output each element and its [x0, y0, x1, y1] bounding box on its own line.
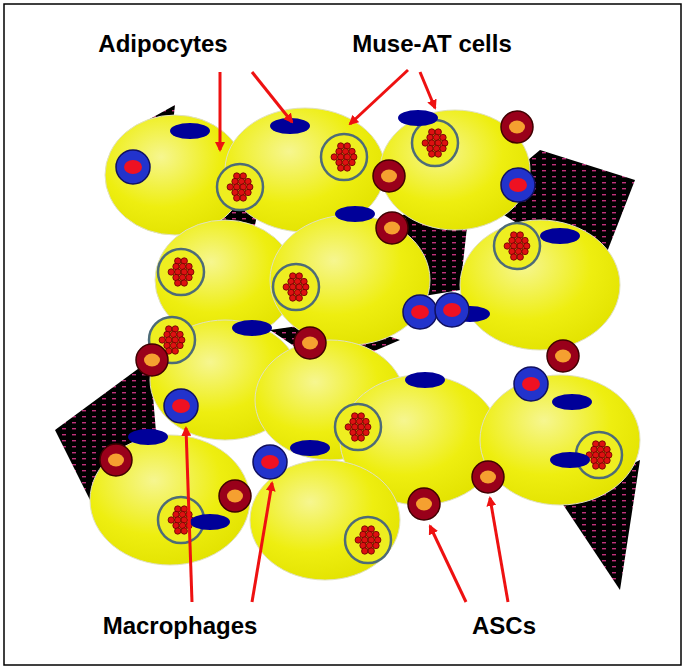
macrophage	[435, 293, 469, 327]
nucleus	[190, 514, 230, 530]
macrophages	[116, 150, 548, 479]
asc	[547, 340, 579, 372]
muse-at-cell	[217, 164, 263, 210]
cell-type-label: Macrophages	[103, 614, 258, 638]
frame	[4, 4, 681, 665]
macrophage	[253, 445, 287, 479]
pointer-arrows	[186, 70, 508, 602]
muse-at-cell	[158, 249, 204, 295]
asc	[136, 344, 168, 376]
nucleus	[290, 440, 330, 456]
nucleus	[128, 429, 168, 445]
asc	[472, 461, 504, 493]
cell-type-label: Adipocytes	[98, 32, 227, 56]
nucleus	[405, 372, 445, 388]
nucleus	[540, 228, 580, 244]
muse-at-cell	[345, 517, 391, 563]
muse-at-cell	[321, 134, 367, 180]
muse-at-cell	[412, 120, 458, 166]
asc	[501, 111, 533, 143]
adipocyte	[460, 220, 620, 350]
asc-cells	[100, 111, 579, 520]
nucleus	[170, 123, 210, 139]
nucleus	[552, 394, 592, 410]
asc	[376, 212, 408, 244]
macrophage	[164, 389, 198, 423]
muse-at-cell	[273, 264, 319, 310]
macrophage	[514, 367, 548, 401]
adipocyte	[90, 435, 250, 565]
asc	[219, 480, 251, 512]
asc	[373, 160, 405, 192]
extracellular-matrix	[55, 105, 640, 590]
asc	[100, 444, 132, 476]
adipocyte	[480, 375, 640, 505]
macrophage	[501, 168, 535, 202]
nucleus	[550, 452, 590, 468]
cell-type-label: Muse-AT cells	[352, 32, 512, 56]
muse-at-cell	[494, 223, 540, 269]
cell-type-label: ASCs	[472, 614, 536, 638]
asc	[408, 488, 440, 520]
adipocytes	[90, 108, 640, 580]
nucleus	[232, 320, 272, 336]
adipocyte-nuclei	[128, 110, 592, 530]
asc	[294, 327, 326, 359]
muse-at-cells	[149, 120, 622, 563]
nucleus	[398, 110, 438, 126]
macrophage	[403, 295, 437, 329]
macrophage	[116, 150, 150, 184]
muse-at-cell	[335, 404, 381, 450]
nucleus	[335, 206, 375, 222]
